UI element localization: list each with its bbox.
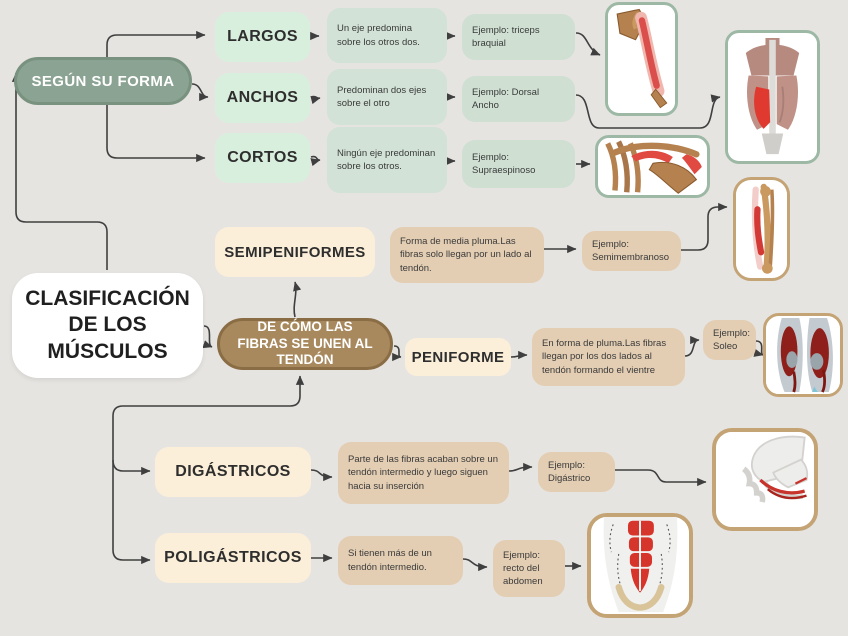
dorsal-ancho-image [725, 30, 820, 164]
node-anchos: ANCHOS [215, 73, 310, 123]
leg-bone-illustration [736, 182, 787, 276]
abdomen-illustration [591, 517, 689, 614]
jaw-digastric-illustration [716, 432, 814, 527]
node-digastricos: DIGÁSTRICOS [155, 447, 311, 497]
node-cortos: CORTOS [215, 133, 310, 183]
node-semipeniformes: SEMIPENIFORMES [215, 227, 375, 277]
example-semipeniformes: Ejemplo: Semimembranoso [582, 231, 681, 271]
back-muscles-illustration [728, 34, 817, 160]
soleo-image [763, 313, 843, 397]
desc-poligastricos: Si tienen más de un tendón intermedio. [338, 536, 463, 585]
example-largos: Ejemplo: triceps braquial [462, 14, 575, 60]
desc-semipeniformes: Forma de media pluma.Las fibras solo lle… [390, 227, 544, 283]
desc-largos: Un eje predomina sobre los otros dos. [327, 8, 447, 63]
node-poligastricos: POLIGÁSTRICOS [155, 533, 311, 583]
shoulder-illustration [600, 138, 705, 195]
example-cortos: Ejemplo: Supraespinoso [462, 140, 575, 188]
triceps-braquial-image [605, 2, 678, 116]
digastrico-image [712, 428, 818, 531]
example-digastricos: Ejemplo: Digástrico [538, 452, 615, 492]
root-topic: CLASIFICACIÓN DE LOS MÚSCULOS [12, 273, 203, 378]
desc-peniforme: En forma de pluma.Las fibras llegan por … [532, 328, 685, 386]
branch-segun-su-forma: SEGÚN SU FORMA [14, 57, 192, 105]
desc-digastricos: Parte de las fibras acaban sobre un tend… [338, 442, 509, 504]
branch-fibras-tendon: DE CÓMO LAS FIBRAS SE UNEN AL TENDÓN [217, 318, 393, 370]
arm-triceps-illustration [608, 6, 675, 112]
example-peniforme: Ejemplo: Soleo [703, 320, 756, 360]
example-anchos: Ejemplo: Dorsal Ancho [462, 76, 575, 122]
node-peniforme: PENIFORME [405, 338, 511, 376]
example-poligastricos: Ejemplo: recto del abdomen [493, 540, 565, 597]
supraespinoso-image [595, 135, 710, 198]
desc-cortos: Ningún eje predominan sobre los otros. [327, 127, 447, 193]
semimembranoso-image [733, 177, 790, 281]
node-largos: LARGOS [215, 12, 310, 62]
desc-anchos: Predominan dos ejes sobre el otro [327, 69, 447, 125]
recto-abdomen-image [587, 513, 693, 618]
calves-illustration [766, 316, 840, 394]
